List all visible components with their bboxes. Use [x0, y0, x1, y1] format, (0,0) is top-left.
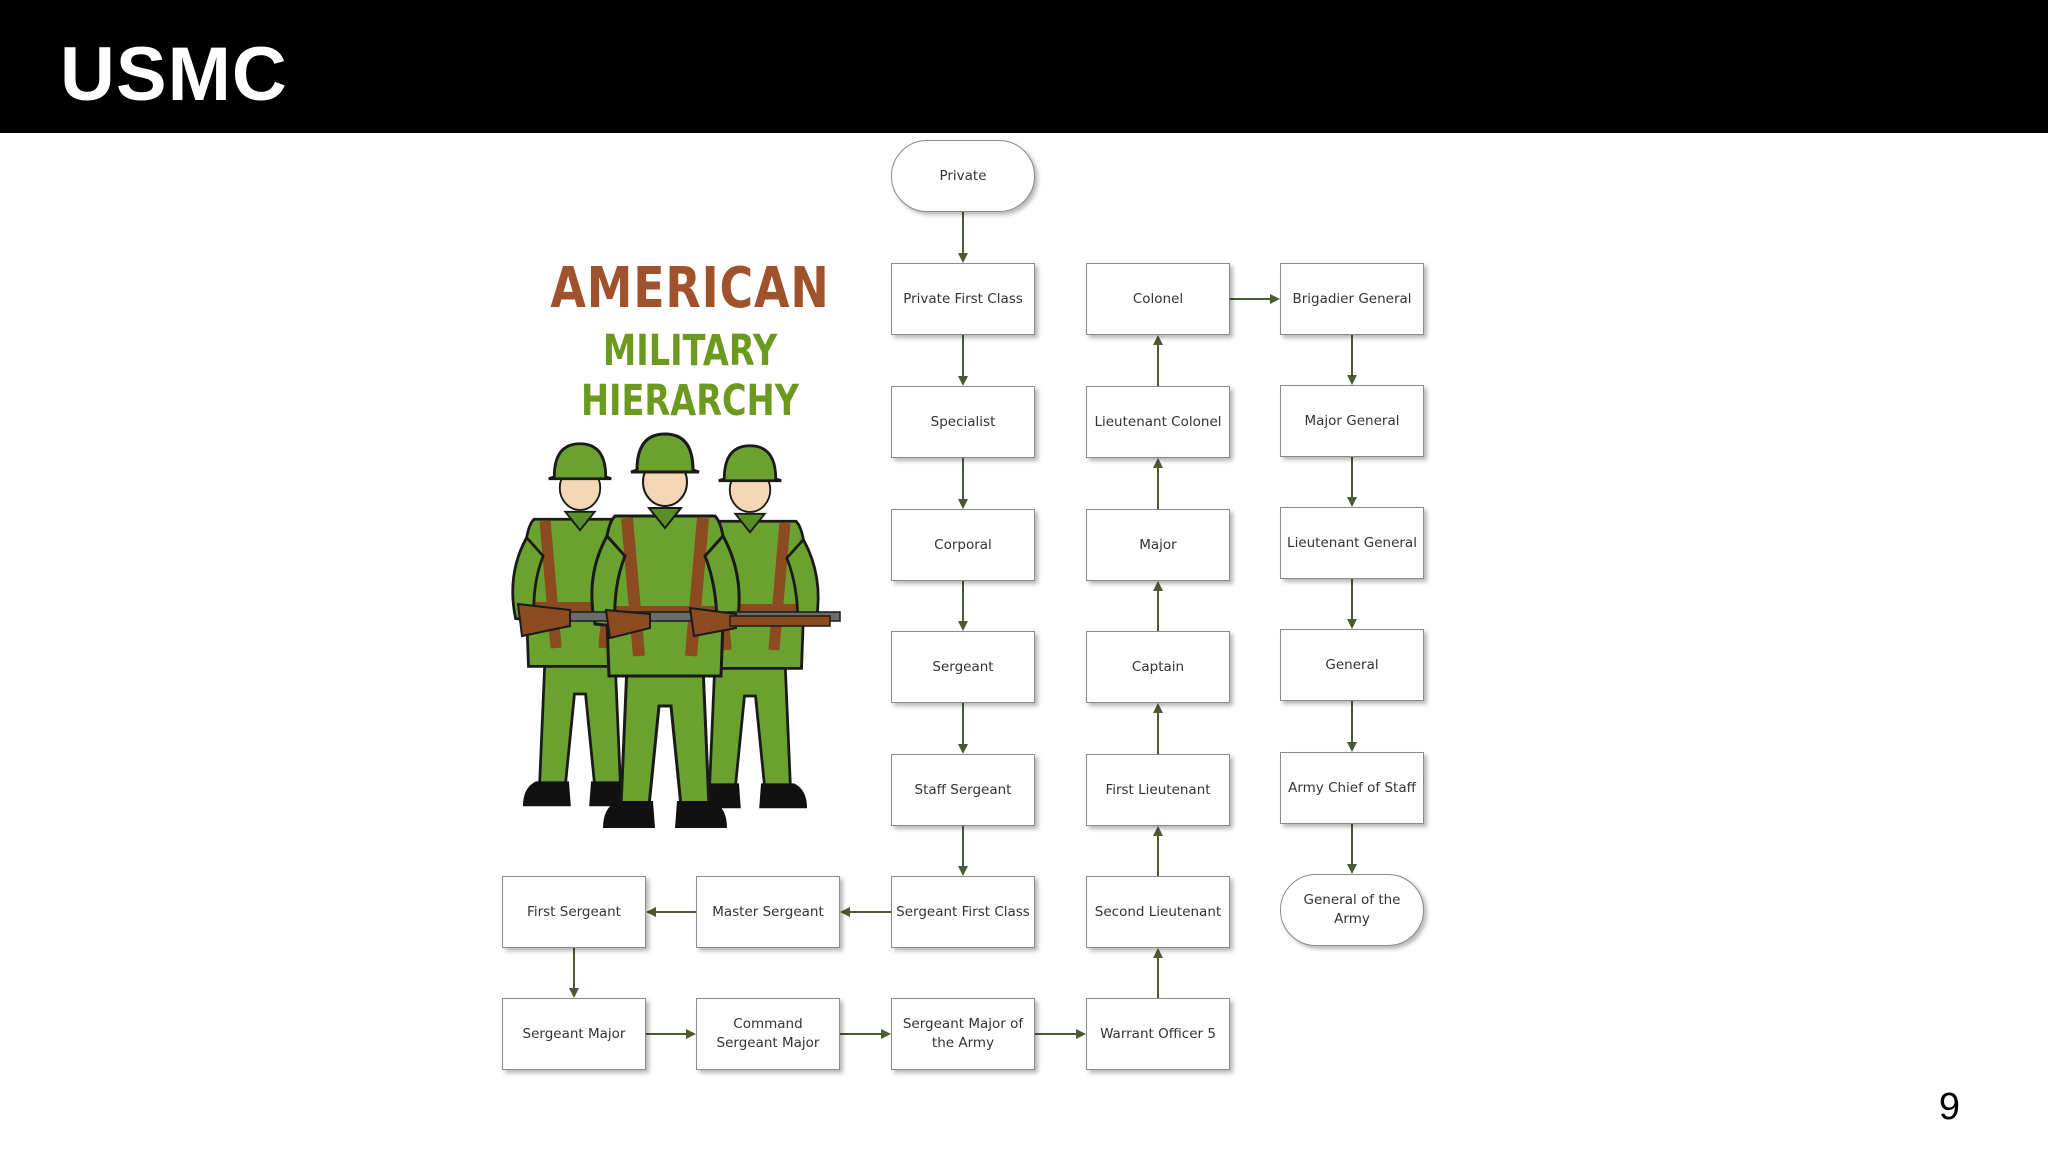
- rank-box-master-sergeant: Master Sergeant: [696, 876, 840, 948]
- rank-box-sergeant: Sergeant: [891, 631, 1035, 703]
- rank-box-specialist: Specialist: [891, 386, 1035, 458]
- page-number: 9: [1938, 1086, 1960, 1128]
- rank-box-first-sergeant: First Sergeant: [502, 876, 646, 948]
- hierarchy-infographic: AMERICAN MILITARY HIERARCHY: [470, 134, 1450, 1150]
- rank-box-army-chief-of-staff: Army Chief of Staff: [1280, 752, 1424, 824]
- rank-box-general-of-the-army: General of the Army: [1280, 874, 1424, 946]
- rank-box-first-lieutenant: First Lieutenant: [1086, 754, 1230, 826]
- rank-box-second-lieutenant: Second Lieutenant: [1086, 876, 1230, 948]
- rank-box-major: Major: [1086, 509, 1230, 581]
- rank-box-lieutenant-general: Lieutenant General: [1280, 507, 1424, 579]
- hierarchy-connectors: [569, 212, 1357, 1039]
- rank-box-major-general: Major General: [1280, 385, 1424, 457]
- rank-box-private-first-class: Private First Class: [891, 263, 1035, 335]
- rank-box-captain: Captain: [1086, 631, 1230, 703]
- infographic-heading-american: AMERICAN: [550, 256, 830, 321]
- soldiers-illustration: [500, 404, 841, 964]
- rank-box-command-sergeant-major: Command Sergeant Major: [696, 998, 840, 1070]
- rank-box-sergeant-major: Sergeant Major: [502, 998, 646, 1070]
- rank-box-sergeant-first-class: Sergeant First Class: [891, 876, 1035, 948]
- rank-box-private: Private: [891, 140, 1035, 212]
- rank-box-general: General: [1280, 629, 1424, 701]
- rank-box-brigadier-general: Brigadier General: [1280, 263, 1424, 335]
- rank-box-staff-sergeant: Staff Sergeant: [891, 754, 1035, 826]
- rank-box-warrant-officer-5: Warrant Officer 5: [1086, 998, 1230, 1070]
- rank-box-colonel: Colonel: [1086, 263, 1230, 335]
- header-bar: [0, 0, 2048, 133]
- infographic-heading-military-hierarchy: MILITARY HIERARCHY: [580, 326, 800, 426]
- slide-title: USMC: [60, 32, 288, 117]
- rank-box-corporal: Corporal: [891, 509, 1035, 581]
- rank-box-lieutenant-colonel: Lieutenant Colonel: [1086, 386, 1230, 458]
- rank-box-sergeant-major-of-the-army: Sergeant Major of the Army: [891, 998, 1035, 1070]
